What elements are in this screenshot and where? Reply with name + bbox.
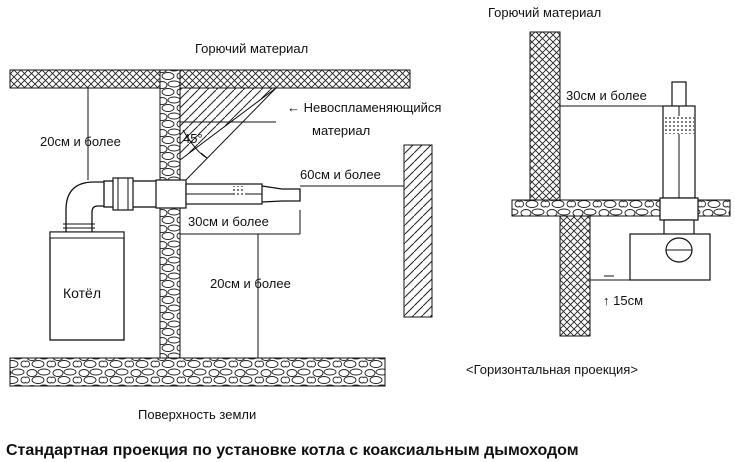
boiler-label: Котёл [63, 285, 101, 301]
nonflammable-wedge [179, 87, 278, 161]
right-view [511, 31, 731, 337]
dim-top-label: 20см и более [40, 134, 121, 149]
right-lower-wall [559, 215, 591, 337]
vertical-pipe-grille [664, 116, 694, 134]
right-combustible-label: Горючий материал [488, 5, 601, 20]
dim-wall-label: 60см и более [300, 167, 381, 182]
vertical-pipe-terminal [671, 81, 687, 109]
nonflammable-label-line1: ← Невоспламеняющийся [287, 100, 441, 115]
dim-floor-label: 20см и более [210, 276, 291, 291]
ceiling-combustible [9, 69, 411, 89]
angle-arrow [200, 152, 208, 159]
boiler [49, 231, 125, 341]
flue-elbow [65, 181, 104, 232]
floor-stone [9, 357, 386, 387]
left-combustible-label: Горючий материал [195, 41, 308, 56]
right-upper-wall [529, 31, 561, 203]
nonflammable-label-line2: материал [312, 123, 370, 138]
right-combustible-wall [403, 144, 433, 318]
page-title: Стандартная проекция по установке котла … [6, 442, 579, 459]
ground-label: Поверхность земли [138, 407, 256, 422]
pipe-terminal-grille [233, 186, 245, 196]
projection-label: <Горизонтальная проекция> [466, 362, 638, 377]
right-dim-top-label: 30см и более [566, 88, 647, 103]
left-view [9, 69, 433, 387]
stone-wall [159, 69, 181, 361]
dim-pipe-below-label: 30см и более [188, 214, 269, 229]
angle-label: 45° [183, 131, 203, 146]
right-dim-bottom-label: ↑ 15см [603, 293, 643, 308]
